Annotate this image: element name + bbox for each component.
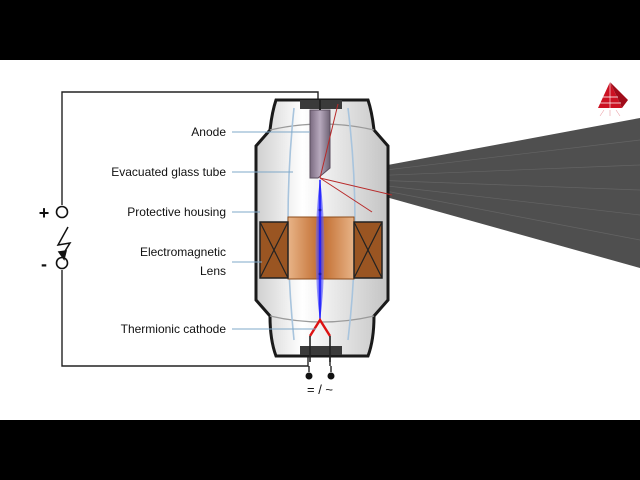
terminal-right — [327, 372, 335, 380]
focal-rays — [319, 103, 393, 213]
logo-icon — [598, 82, 628, 117]
lightning-icon — [56, 226, 72, 261]
letterbox-bottom — [0, 420, 640, 480]
terminal-leads — [308, 366, 332, 372]
coil-left — [259, 221, 289, 279]
cathode-leads — [309, 336, 331, 362]
thermionic-cathode — [308, 317, 332, 337]
label-anode: Anode — [191, 125, 226, 139]
electron-dots — [318, 208, 322, 276]
label-lens-line2: Lens — [200, 264, 226, 278]
supply-type-label: = / ~ — [307, 382, 333, 397]
label-housing: Protective housing — [127, 205, 226, 219]
label-lens-line1: Electromagnetic — [140, 245, 226, 259]
minus-terminal — [55, 256, 69, 270]
anode — [309, 109, 331, 179]
leader-lines — [232, 131, 316, 330]
label-glass-tube: Evacuated glass tube — [111, 165, 226, 179]
minus-sign: - — [41, 254, 47, 274]
xray-cone — [318, 118, 640, 268]
label-cathode: Thermionic cathode — [121, 322, 227, 336]
bottom-cap — [300, 346, 342, 355]
coil-right — [353, 221, 383, 279]
plus-terminal — [55, 205, 69, 219]
plus-sign: + — [39, 203, 50, 223]
letterbox-top — [0, 0, 640, 60]
terminal-left — [305, 372, 313, 380]
